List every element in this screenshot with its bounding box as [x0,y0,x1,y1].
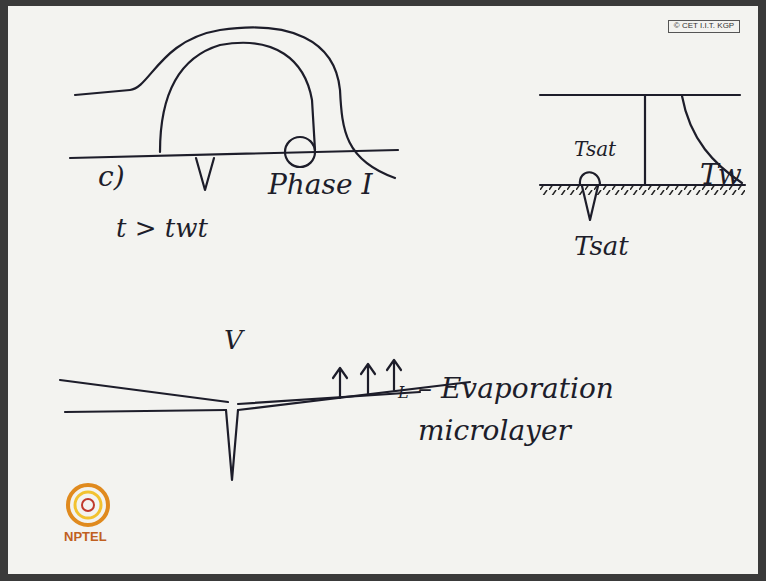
handwritten-label: Phase I [268,170,372,201]
copyright-box: © CET I.I.T. KGP [668,20,740,33]
handwritten-label: Tsat [574,138,616,160]
handwritten-label: – Evaporation microlayer [418,368,668,452]
handwritten-label: Tsat [574,232,629,261]
handwritten-label: t > twt [116,214,208,243]
handwritten-label: V [224,326,243,355]
handwritten-label: L [398,384,409,402]
handwritten-label: Tw [700,160,742,191]
logo-rings [68,485,108,525]
handwritten-label: c) [98,162,125,193]
handwritten-label: NPTEL [64,530,107,544]
copyright-text: © CET I.I.T. KGP [669,21,739,32]
